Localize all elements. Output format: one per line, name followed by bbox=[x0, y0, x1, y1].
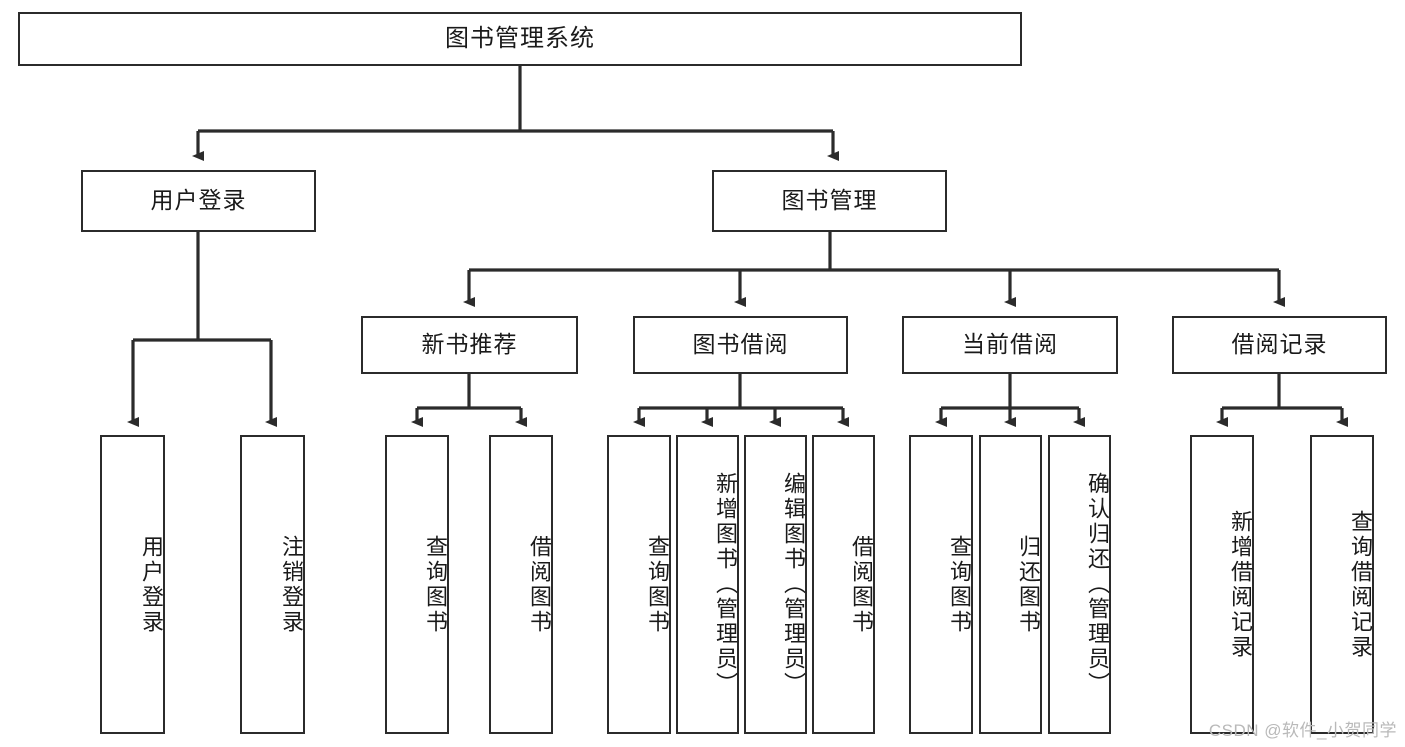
node-leaf-logout-label: 注销登录 bbox=[279, 534, 304, 635]
node-leaf-add-record-label: 新增借阅记录 bbox=[1228, 509, 1253, 660]
node-leaf-query-book-1-label: 查询图书 bbox=[423, 534, 448, 635]
node-borrow-record-label: 借阅记录 bbox=[1231, 331, 1328, 358]
node-leaf-confirm-return[interactable]: 确认归还（管理员） bbox=[1048, 435, 1111, 734]
node-leaf-confirm-return-label: 确认归还（管理员） bbox=[1085, 472, 1110, 697]
node-book-borrow[interactable]: 图书借阅 bbox=[633, 316, 848, 374]
node-leaf-logout[interactable]: 注销登录 bbox=[240, 435, 305, 734]
node-leaf-borrow-book-2[interactable]: 借阅图书 bbox=[812, 435, 875, 734]
node-book-borrow-label: 图书借阅 bbox=[692, 331, 789, 358]
node-leaf-add-record[interactable]: 新增借阅记录 bbox=[1190, 435, 1254, 734]
node-leaf-query-book-3[interactable]: 查询图书 bbox=[909, 435, 973, 734]
node-user-login[interactable]: 用户登录 bbox=[81, 170, 316, 232]
node-leaf-user-login[interactable]: 用户登录 bbox=[100, 435, 165, 734]
node-leaf-query-record-label: 查询借阅记录 bbox=[1348, 509, 1373, 660]
node-user-login-label: 用户登录 bbox=[150, 187, 247, 214]
watermark: CSDN @软件_小贺同学 bbox=[1208, 721, 1397, 740]
node-leaf-return-book[interactable]: 归还图书 bbox=[979, 435, 1042, 734]
node-book-manage-label: 图书管理 bbox=[781, 187, 878, 214]
node-leaf-edit-book[interactable]: 编辑图书（管理员） bbox=[744, 435, 807, 734]
node-book-manage[interactable]: 图书管理 bbox=[712, 170, 947, 232]
node-leaf-query-book-3-label: 查询图书 bbox=[947, 534, 972, 635]
node-leaf-query-book-2-label: 查询图书 bbox=[645, 534, 670, 635]
node-leaf-edit-book-label: 编辑图书（管理员） bbox=[781, 472, 806, 697]
node-leaf-query-record[interactable]: 查询借阅记录 bbox=[1310, 435, 1374, 734]
node-leaf-borrow-book-1[interactable]: 借阅图书 bbox=[489, 435, 553, 734]
node-leaf-add-book[interactable]: 新增图书（管理员） bbox=[676, 435, 739, 734]
node-leaf-user-login-label: 用户登录 bbox=[139, 534, 164, 635]
node-new-book-recommend[interactable]: 新书推荐 bbox=[361, 316, 578, 374]
node-leaf-return-book-label: 归还图书 bbox=[1016, 534, 1041, 635]
node-root-label: 图书管理系统 bbox=[445, 24, 595, 52]
node-current-borrow-label: 当前借阅 bbox=[962, 331, 1058, 358]
node-leaf-borrow-book-1-label: 借阅图书 bbox=[527, 534, 552, 635]
node-borrow-record[interactable]: 借阅记录 bbox=[1172, 316, 1387, 374]
node-new-book-recommend-label: 新书推荐 bbox=[421, 331, 518, 358]
node-root[interactable]: 图书管理系统 bbox=[18, 12, 1022, 66]
node-leaf-borrow-book-2-label: 借阅图书 bbox=[849, 534, 874, 635]
node-leaf-query-book-1[interactable]: 查询图书 bbox=[385, 435, 449, 734]
node-leaf-query-book-2[interactable]: 查询图书 bbox=[607, 435, 671, 734]
node-leaf-add-book-label: 新增图书（管理员） bbox=[713, 472, 738, 697]
node-current-borrow[interactable]: 当前借阅 bbox=[902, 316, 1118, 374]
